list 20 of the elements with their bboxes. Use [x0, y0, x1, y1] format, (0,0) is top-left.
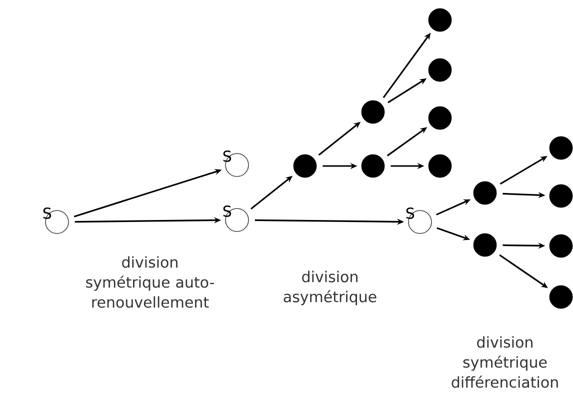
filled-circle	[428, 58, 452, 82]
filled-circle	[428, 154, 452, 178]
filled-circle	[361, 100, 385, 124]
filled-circle	[428, 8, 452, 32]
caption-text: division symétrique différenciation	[452, 336, 558, 388]
filled-circle	[428, 106, 452, 130]
filled-circle	[293, 154, 317, 178]
cell-letter: S	[43, 208, 52, 219]
caption-text: division asymétrique	[284, 270, 376, 306]
filled-circle	[549, 285, 573, 309]
filled-circle	[549, 184, 573, 208]
caption-text: division symétrique auto-renouvellement	[86, 256, 214, 308]
filled-circle	[473, 233, 497, 257]
cell-letter: S	[406, 208, 414, 219]
cell-letter: S	[223, 150, 232, 162]
cell-letter: S	[223, 206, 232, 217]
filled-circle	[473, 181, 497, 205]
filled-circle	[361, 154, 385, 178]
filled-circle	[549, 136, 573, 160]
filled-circle	[549, 234, 573, 258]
